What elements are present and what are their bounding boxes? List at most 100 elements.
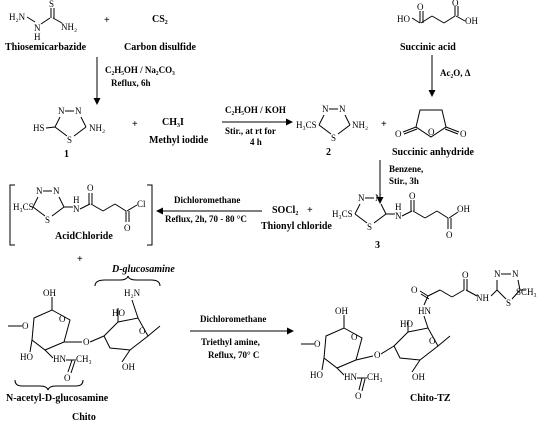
step6-temp: Reflux, 70° C bbox=[208, 350, 259, 360]
step3-reagent: Ac₂O, Δ bbox=[440, 68, 471, 78]
atom-ho: HO bbox=[112, 308, 125, 318]
atom-hn: HN bbox=[53, 354, 66, 364]
atom-ho: HO bbox=[310, 370, 323, 380]
atom-o: O bbox=[452, 0, 459, 8]
atom-nh2: NH₂ bbox=[352, 120, 368, 130]
d-glucosamine-label: D-glucosamine bbox=[111, 264, 175, 275]
step5-cond: Reflux, 2h, 70 - 80 °C bbox=[165, 214, 247, 224]
atom-hn: HN bbox=[344, 372, 357, 382]
atom-n: N bbox=[34, 23, 41, 33]
cs2-formula: CS₂ bbox=[152, 14, 168, 25]
step2-reagent: C₂H₅OH / KOH bbox=[225, 105, 286, 115]
plus-sign: + bbox=[381, 119, 387, 130]
atom-o: O bbox=[374, 350, 381, 360]
compound-3-structure: N N S H₃CS H N O O OH bbox=[332, 191, 470, 240]
step1-time: Reflux, 6h bbox=[111, 78, 151, 88]
atom-nh2: NH₂ bbox=[89, 123, 105, 133]
atom-h: H bbox=[34, 32, 41, 42]
succinic-anhydride-label: Succinic anhydride bbox=[392, 147, 475, 158]
atom-o: O bbox=[139, 326, 146, 336]
atom-ho: HO bbox=[400, 319, 413, 329]
atom-n: N bbox=[53, 186, 60, 196]
atom-oh: OH bbox=[335, 306, 348, 316]
step4-reagent: Benzene, bbox=[389, 164, 423, 174]
atom-n: N bbox=[494, 269, 501, 279]
atom-s: S bbox=[367, 222, 372, 232]
chito-tz-label: Chito-TZ bbox=[410, 393, 451, 404]
step5-reagent: Dichloromethane bbox=[174, 195, 240, 205]
n-acetyl-label: N-acetyl-D-glucosamine bbox=[6, 393, 109, 404]
step2-time: 4 h bbox=[250, 137, 262, 147]
atom-o: O bbox=[428, 127, 435, 137]
atom-n: N bbox=[339, 104, 346, 114]
succinic-acid-label: Succinic acid bbox=[400, 42, 456, 53]
left-bracket bbox=[9, 184, 15, 246]
atom-ch3: CH₃ bbox=[76, 354, 92, 364]
atom-o: O bbox=[417, 2, 424, 12]
atom-ho: HO bbox=[397, 14, 410, 24]
chito-label: Chito bbox=[72, 412, 96, 423]
acid-chloride-structure: N N S H₃CS H N O O Cl bbox=[13, 183, 146, 233]
atom-oh: OH bbox=[412, 372, 425, 382]
thionyl-formula: SOCl₂ bbox=[272, 205, 298, 216]
plus-sign: + bbox=[307, 205, 313, 216]
compound-1-number: 1 bbox=[64, 149, 69, 160]
atom-h2n: H₂N bbox=[9, 12, 26, 22]
atom-n: N bbox=[36, 186, 43, 196]
methyl-iodide-formula: CH₃I bbox=[162, 117, 184, 128]
atom-h3cs: H₃CS bbox=[13, 202, 34, 212]
compound-3-number: 3 bbox=[375, 240, 380, 251]
atom-s: S bbox=[67, 135, 72, 145]
atom-o: O bbox=[351, 332, 358, 342]
atom-ch3: CH₃ bbox=[367, 372, 383, 382]
atom-o: O bbox=[411, 285, 418, 295]
step1-reagent: C₂H₅OH / Na₂CO₃ bbox=[105, 65, 175, 75]
atom-n: N bbox=[73, 204, 80, 214]
atom-sch3: SCH₃ bbox=[516, 287, 537, 297]
atom-o: O bbox=[59, 314, 66, 324]
atom-o: O bbox=[22, 321, 29, 331]
atom-o: O bbox=[460, 129, 467, 139]
atom-oh: OH bbox=[122, 362, 135, 372]
atom-h3cs: H₃CS bbox=[296, 120, 317, 130]
step2-cond: Stir., at rt for bbox=[225, 126, 276, 136]
atom-oh: OH bbox=[43, 288, 56, 298]
atom-nh2: NH₂ bbox=[61, 22, 77, 32]
atom-ho: HO bbox=[20, 352, 33, 362]
plus-sign: + bbox=[104, 15, 110, 26]
atom-n: N bbox=[75, 106, 82, 116]
atom-nh: NH bbox=[476, 293, 489, 303]
atom-o: O bbox=[83, 337, 90, 347]
step6-base: Triethyl amine, bbox=[201, 337, 260, 347]
compound-2-structure: N N S H₃CS NH₂ bbox=[296, 104, 368, 143]
succinic-acid-structure: HO O O OH bbox=[397, 0, 478, 26]
chito-structure: D-glucosamine O O OH HO HN O CH₃ O HO H₂… bbox=[8, 264, 175, 391]
atom-s: S bbox=[506, 298, 511, 308]
atom-n: N bbox=[58, 106, 65, 116]
acid-chloride-label: AcidChloride bbox=[55, 231, 113, 242]
atom-n: N bbox=[395, 211, 402, 221]
atom-cl: Cl bbox=[137, 199, 146, 209]
methyl-iodide-label: Methyl iodide bbox=[149, 135, 209, 146]
atom-o: O bbox=[355, 391, 362, 401]
atom-n: N bbox=[322, 104, 329, 114]
atom-o: O bbox=[429, 336, 436, 346]
step6-reagent: Dichloromethane bbox=[200, 314, 266, 324]
atom-s: S bbox=[49, 0, 54, 9]
thiosemicarbazide-structure: H₂N N H S NH₂ bbox=[9, 0, 77, 42]
right-bracket bbox=[147, 184, 153, 246]
atom-oh: OH bbox=[457, 204, 470, 214]
compound-1-structure: N N S HS NH₂ bbox=[33, 106, 105, 145]
thionyl-chloride-label: Thionyl chloride bbox=[261, 221, 332, 232]
succinic-anhydride-structure: O O O bbox=[395, 109, 467, 139]
atom-o: O bbox=[409, 191, 416, 201]
atom-hn: HN bbox=[418, 306, 431, 316]
atom-h2n: H₂N bbox=[124, 288, 141, 298]
compound-2-number: 2 bbox=[326, 147, 331, 158]
atom-n: N bbox=[358, 193, 365, 203]
step4-cond: Stir., 3h bbox=[389, 176, 419, 186]
atom-o: O bbox=[124, 223, 131, 233]
atom-o: O bbox=[395, 129, 402, 139]
atom-s: S bbox=[45, 215, 50, 225]
